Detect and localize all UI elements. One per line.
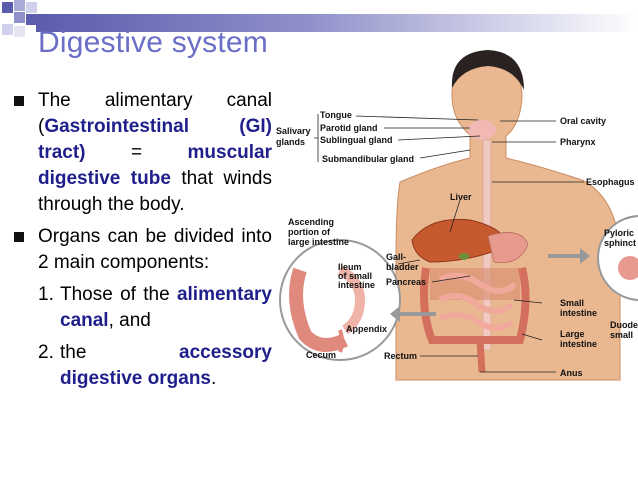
highlighted-text: Gastrointestinal (GI) tract) bbox=[38, 116, 272, 163]
sublingual-gland-label: Sublingual gland bbox=[320, 135, 393, 145]
decor-square bbox=[14, 0, 25, 11]
figure-labels: Tongue Parotid gland Sublingual gland Sa… bbox=[276, 110, 638, 378]
salivary-glands-label: Salivary bbox=[276, 126, 311, 136]
sub-item: 2. the accessory digestive organs. bbox=[12, 340, 272, 392]
small-intestine-label: Small bbox=[560, 298, 584, 308]
title-accent-bar bbox=[36, 14, 638, 32]
cecum-label: Cecum bbox=[306, 350, 336, 360]
pancreas-label: Pancreas bbox=[386, 277, 426, 287]
bullet-list: The alimentary canal (Gastrointestinal (… bbox=[12, 88, 272, 392]
appendix-label: Appendix bbox=[346, 324, 387, 334]
text-run: that winds through the body. bbox=[38, 168, 272, 215]
decor-square bbox=[2, 2, 13, 13]
sub-item-text: the accessory digestive organs. bbox=[60, 342, 272, 389]
large-intestine-label: intestine bbox=[560, 339, 597, 349]
parotid-gland-label: Parotid gland bbox=[320, 123, 378, 133]
duodenum-label: small bbox=[610, 330, 633, 340]
pyloric-sphincter-label: sphinct bbox=[604, 238, 636, 248]
stomach-detail-circle bbox=[597, 215, 638, 301]
bullet-item: The alimentary canal (Gastrointestinal (… bbox=[12, 88, 272, 218]
decor-square bbox=[26, 14, 37, 25]
submandibular-gland-label: Submandibular gland bbox=[322, 154, 414, 164]
decor-square bbox=[14, 12, 25, 23]
decor-square bbox=[14, 26, 25, 37]
small-intestine-label: intestine bbox=[560, 308, 597, 318]
duodenum-label: Duode bbox=[610, 320, 638, 330]
bullet-item: Organs can be divided into 2 main compon… bbox=[12, 224, 272, 276]
ileum-label: intestine bbox=[338, 280, 375, 290]
gallbladder-label: Gall- bbox=[386, 252, 406, 262]
arrow-head-icon bbox=[390, 306, 400, 322]
salivary-glands-label: glands bbox=[276, 137, 305, 147]
bullet-text: Organs can be divided into 2 main compon… bbox=[38, 226, 272, 273]
decor-square bbox=[2, 24, 13, 35]
sub-item-number: 1. bbox=[38, 284, 54, 305]
leader-lines bbox=[314, 114, 584, 373]
rectum-label: Rectum bbox=[384, 351, 417, 361]
text-run: = bbox=[130, 142, 188, 163]
ascending-colon-label: portion of bbox=[288, 227, 331, 237]
pyloric-sphincter-label: Pyloric bbox=[604, 228, 634, 238]
human-figure bbox=[395, 50, 621, 381]
pharynx-label: Pharynx bbox=[560, 137, 596, 147]
cecum-detail-circle bbox=[279, 239, 401, 361]
esophagus-label: Esophagus bbox=[586, 177, 635, 187]
liver-label: Liver bbox=[450, 192, 472, 202]
text-run: Those of the bbox=[60, 284, 177, 305]
square-bullet-icon bbox=[14, 96, 24, 106]
highlighted-text: alimentary canal bbox=[60, 284, 272, 331]
text-run: , and bbox=[108, 310, 151, 331]
large-intestine-label: Large bbox=[560, 329, 585, 339]
arrow-head-icon bbox=[580, 248, 590, 264]
ileum-label: of small bbox=[338, 271, 372, 281]
decor-square bbox=[26, 2, 37, 13]
text-run: The alimentary canal ( bbox=[38, 90, 272, 137]
gallbladder-label: bladder bbox=[386, 262, 419, 272]
text-run: Organs can be divided into 2 main compon… bbox=[38, 226, 272, 273]
bullet-text: The alimentary canal (Gastrointestinal (… bbox=[38, 90, 272, 215]
highlighted-text: muscular digestive tube bbox=[38, 142, 272, 189]
anus-label: Anus bbox=[560, 368, 583, 378]
text-run: the bbox=[60, 342, 180, 363]
tongue-label: Tongue bbox=[320, 110, 352, 120]
oral-cavity-label: Oral cavity bbox=[560, 116, 606, 126]
sub-item: 1. Those of the alimentary canal, and bbox=[12, 282, 272, 334]
slide-title: Digestive system bbox=[38, 26, 268, 59]
ascending-colon-label: Ascending bbox=[288, 217, 334, 227]
ascending-colon-label: large intestine bbox=[288, 237, 349, 247]
highlighted-text: accessory digestive organs bbox=[60, 342, 272, 389]
text-run: . bbox=[211, 368, 217, 389]
sub-item-text: Those of the alimentary canal, and bbox=[60, 284, 272, 331]
ileum-label: Ileum bbox=[338, 262, 362, 272]
square-bullet-icon bbox=[14, 232, 24, 242]
sub-item-number: 2. bbox=[38, 342, 54, 363]
